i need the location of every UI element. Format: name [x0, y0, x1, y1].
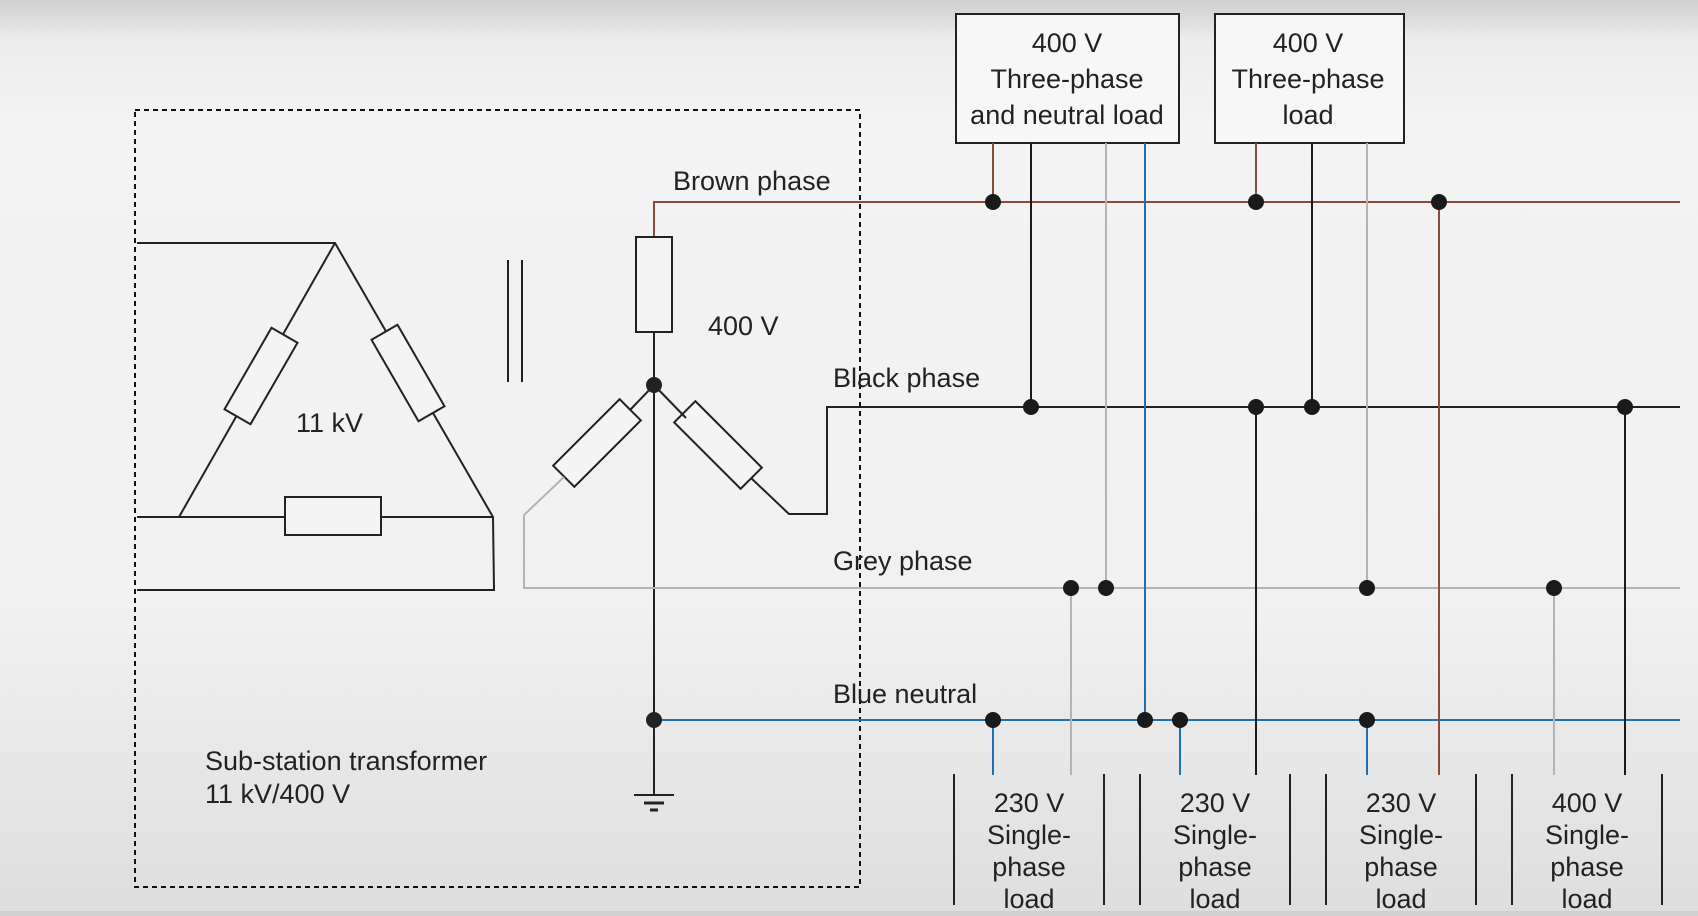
- delta-primary-winding: [137, 242, 496, 591]
- earth-symbol: [634, 794, 674, 812]
- bottom-load-1-line3: phase: [992, 852, 1066, 882]
- bottom-load-4: 400 V Single- phase load: [1545, 788, 1629, 914]
- bottom-load-1-line4: load: [1003, 884, 1054, 911]
- top-load-1-connections: [992, 143, 1146, 720]
- top-load-2-line3: load: [1282, 100, 1333, 130]
- bottom-load-4-line4: load: [1561, 884, 1612, 911]
- delta-resistor-bottom: [284, 496, 382, 536]
- delta-resistor-left: [223, 326, 299, 426]
- top-load-1-line1: 400 V: [1032, 28, 1103, 58]
- substation-boundary: [134, 109, 861, 888]
- blue-neutral-label: Blue neutral: [833, 679, 977, 709]
- transformer-core: [507, 260, 523, 382]
- bottom-load-3: 230 V Single- phase load: [1359, 788, 1443, 914]
- bottom-load-1-line1: 230 V: [994, 788, 1065, 818]
- bottom-load-2-line4: load: [1189, 884, 1240, 911]
- secondary-voltage-label: 400 V: [708, 311, 779, 341]
- black-phase-label: Black phase: [833, 363, 980, 393]
- star-secondary-winding: [523, 201, 1680, 795]
- top-load-box-2: 400 V Three-phase load: [1214, 13, 1405, 144]
- bottom-load-3-line3: phase: [1364, 852, 1438, 882]
- bottom-load-2: 230 V Single- phase load: [1173, 788, 1257, 914]
- substation-caption-line2: 11 kV/400 V: [205, 779, 350, 809]
- star-point-dot: [646, 377, 662, 393]
- top-load-2-connections: [1255, 143, 1368, 588]
- junction-dots: [985, 194, 1633, 728]
- bottom-load-3-line4: load: [1375, 884, 1426, 911]
- bottom-load-4-line3: phase: [1550, 852, 1624, 882]
- brown-phase-label: Brown phase: [673, 166, 831, 196]
- top-load-1-line3: and neutral load: [970, 100, 1164, 130]
- bottom-load-4-line2: Single-: [1545, 820, 1629, 850]
- delta-resistor-right: [370, 323, 446, 423]
- bottom-load-connections: [992, 202, 1626, 775]
- bottom-load-separators: [953, 774, 1663, 905]
- bottom-load-2-line2: Single-: [1173, 820, 1257, 850]
- neutral-start-dot: [646, 712, 662, 728]
- primary-voltage-label: 11 kV: [296, 408, 363, 438]
- top-load-2-line1: 400 V: [1273, 28, 1344, 58]
- bottom-load-1: 230 V Single- phase load: [987, 788, 1071, 914]
- bottom-load-2-line1: 230 V: [1180, 788, 1251, 818]
- top-load-1-line2: Three-phase: [990, 64, 1143, 94]
- bottom-load-1-line2: Single-: [987, 820, 1071, 850]
- star-resistor-brown: [635, 236, 673, 333]
- bottom-load-3-line1: 230 V: [1366, 788, 1437, 818]
- bottom-load-4-line1: 400 V: [1552, 788, 1623, 818]
- top-load-2-line2: Three-phase: [1231, 64, 1384, 94]
- bottom-load-3-line2: Single-: [1359, 820, 1443, 850]
- substation-caption-line1: Sub-station transformer: [205, 746, 487, 776]
- star-resistor-grey: [551, 397, 643, 489]
- star-resistor-black: [672, 399, 764, 491]
- bottom-load-2-line3: phase: [1178, 852, 1252, 882]
- top-load-box-1: 400 V Three-phase and neutral load: [955, 13, 1180, 144]
- grey-phase-label: Grey phase: [833, 546, 973, 576]
